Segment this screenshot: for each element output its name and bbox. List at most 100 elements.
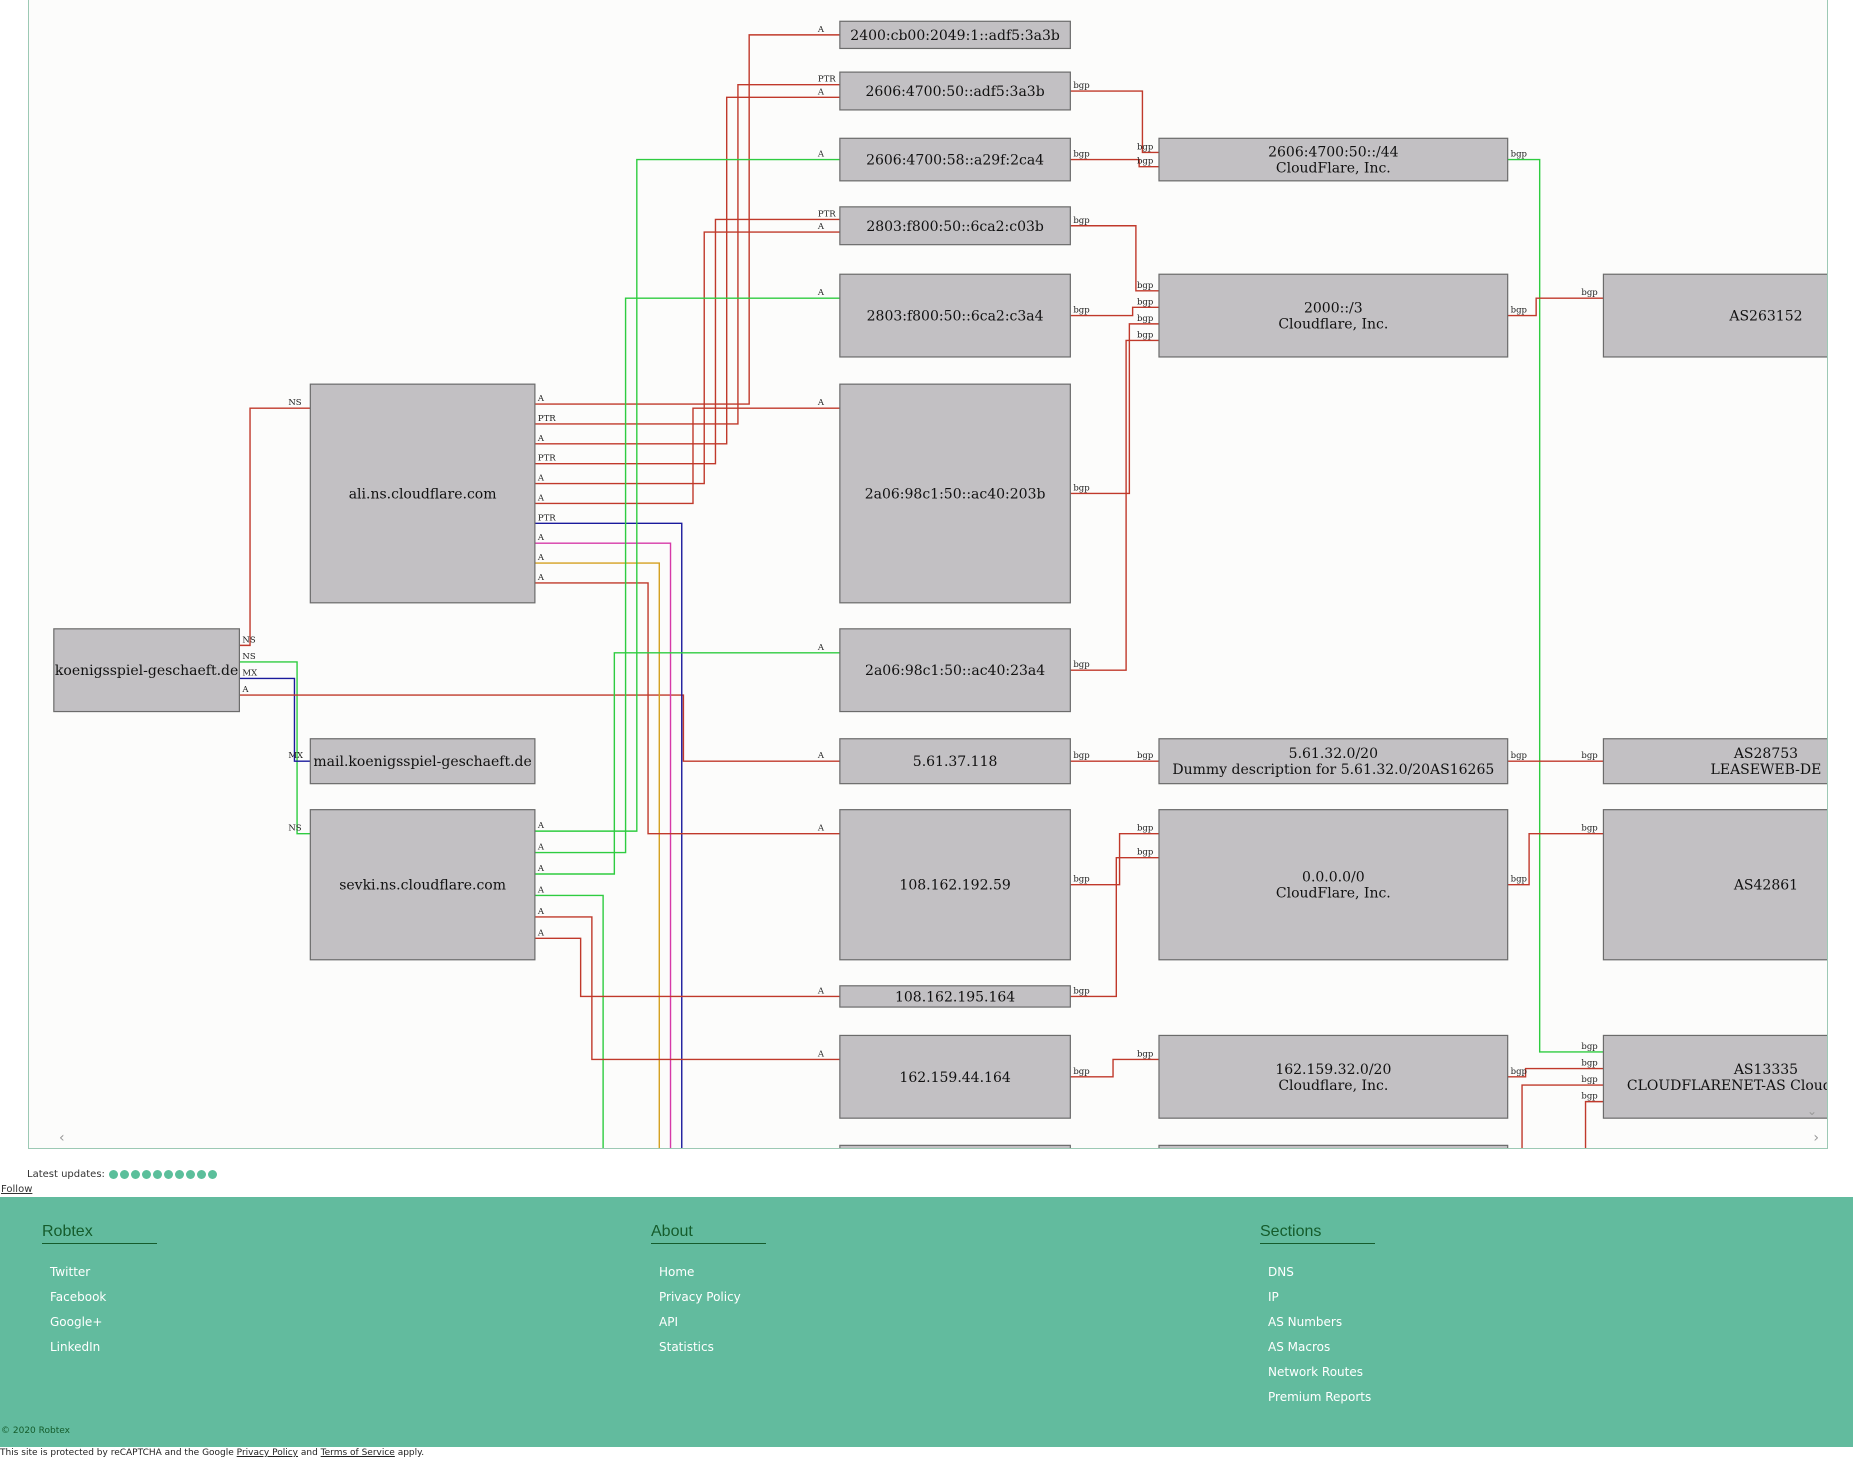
footer-link-linkedin[interactable]: LinkedIn [50, 1340, 101, 1354]
update-dot[interactable] [185, 1170, 195, 1179]
node-box[interactable] [839, 206, 1071, 246]
node-box[interactable] [1158, 809, 1509, 961]
node-ip4[interactable]: 2803:f800:50::6ca2:c03b [839, 206, 1071, 246]
footer-link-statistics[interactable]: Statistics [659, 1340, 714, 1354]
node-ip10[interactable]: 108.162.195.164 [839, 985, 1071, 1008]
node-ip7[interactable]: 2a06:98c1:50::ac40:23a4 [839, 628, 1071, 713]
edge-label: bgp [1073, 986, 1090, 996]
footer-link-network-routes[interactable]: Network Routes [1268, 1365, 1364, 1379]
node-label: LEASEWEB-DE [1711, 762, 1822, 778]
update-dot[interactable] [119, 1170, 129, 1179]
edge-ip6-r2 [1070, 323, 1159, 495]
footer-link-api[interactable]: API [659, 1315, 678, 1329]
update-dot[interactable] [163, 1170, 173, 1179]
update-dot[interactable] [141, 1170, 151, 1179]
scroll-right-icon[interactable]: › [1813, 1130, 1819, 1146]
node-box[interactable] [1602, 738, 1827, 785]
node-ip9[interactable]: 108.162.192.59 [839, 809, 1071, 961]
edge-label: bgp [1511, 1067, 1528, 1077]
node-box[interactable] [309, 383, 536, 604]
node-r6[interactable]: 172.64.0.0/16CloudFlare, Inc. [1158, 1144, 1509, 1148]
node-box[interactable] [1158, 738, 1509, 785]
node-root[interactable]: koenigsspiel-geschaeft.de [53, 628, 240, 713]
node-box[interactable] [839, 137, 1071, 182]
node-label: AS13335 [1733, 1062, 1798, 1078]
node-box[interactable] [1158, 137, 1509, 182]
node-ip1[interactable]: 2400:cb00:2049:1::adf5:3a3b [839, 20, 1071, 50]
edge-label: A [537, 573, 545, 583]
node-box[interactable] [1602, 273, 1827, 358]
node-box[interactable] [839, 1144, 1071, 1148]
node-box[interactable] [839, 1034, 1071, 1119]
footer-link-facebook[interactable]: Facebook [50, 1290, 107, 1304]
node-box[interactable] [839, 71, 1071, 111]
node-box[interactable] [839, 738, 1071, 785]
node-box[interactable] [309, 809, 536, 961]
footer-link-privacy-policy[interactable]: Privacy Policy [659, 1290, 741, 1304]
footer-link-as-numbers[interactable]: AS Numbers [1268, 1315, 1343, 1329]
footer-link-premium-reports[interactable]: Premium Reports [1268, 1390, 1372, 1404]
node-ip6[interactable]: 2a06:98c1:50::ac40:203b [839, 383, 1071, 604]
footer-link-home[interactable]: Home [659, 1265, 695, 1279]
edge-label: A [537, 907, 545, 917]
node-ip11[interactable]: 162.159.44.164 [839, 1034, 1071, 1119]
google-terms-link[interactable]: Terms of Service [320, 1448, 395, 1458]
node-as3[interactable]: AS42861 [1602, 809, 1827, 961]
node-label: 2000::/3 [1304, 301, 1363, 317]
node-ip12[interactable]: 172.64.32.59 [839, 1144, 1071, 1148]
node-as1[interactable]: AS263152 [1602, 273, 1827, 358]
node-ip8[interactable]: 5.61.37.118 [839, 738, 1071, 785]
footer-link-twitter[interactable]: Twitter [50, 1265, 91, 1279]
horizontal-scrollbar[interactable]: ‹ › [59, 1130, 1819, 1146]
update-dot[interactable] [108, 1170, 118, 1179]
footer-link-googleplus[interactable]: Google+ [50, 1315, 103, 1329]
edge-label: A [241, 685, 249, 695]
scroll-down-icon[interactable]: ⌄ [1806, 1104, 1817, 1118]
follow-link[interactable]: Follow [1, 1184, 33, 1195]
node-sevki[interactable]: sevki.ns.cloudflare.com [309, 809, 536, 961]
node-box[interactable] [839, 985, 1071, 1008]
edge-r7-as4 [1584, 1100, 1604, 1148]
edge-ali-ip2 [534, 96, 840, 445]
update-dot[interactable] [152, 1170, 162, 1179]
node-box[interactable] [1158, 1034, 1509, 1119]
node-box[interactable] [1602, 1034, 1827, 1119]
node-box[interactable] [1158, 273, 1509, 358]
footer-link-as-macros[interactable]: AS Macros [1268, 1340, 1331, 1354]
update-dot[interactable] [196, 1170, 206, 1179]
node-box[interactable] [839, 273, 1071, 358]
node-box[interactable] [309, 738, 536, 785]
node-ip2[interactable]: 2606:4700:50::adf5:3a3b [839, 71, 1071, 111]
google-privacy-link[interactable]: Privacy Policy [236, 1448, 299, 1458]
update-dot[interactable] [130, 1170, 140, 1179]
node-ip3[interactable]: 2606:4700:58::a29f:2ca4 [839, 137, 1071, 182]
node-box[interactable] [839, 383, 1071, 604]
edge-label: NS [288, 824, 301, 834]
node-label: 2803:f800:50::6ca2:c03b [866, 219, 1044, 235]
edge-r6-as4 [1521, 1084, 1604, 1148]
update-dot[interactable] [174, 1170, 184, 1179]
node-ali[interactable]: ali.ns.cloudflare.com [309, 383, 536, 604]
node-box[interactable] [53, 628, 240, 713]
edge-label: bgp [1511, 875, 1528, 885]
node-mail[interactable]: mail.koenigsspiel-geschaeft.de [309, 738, 536, 785]
footer-link-dns[interactable]: DNS [1268, 1265, 1294, 1279]
graph-viewport[interactable]: NSNSNSNSMXMXAAAAPTRPTRAAPTRPTRAAAAPTRPTR… [28, 0, 1828, 1149]
footer-link-ip[interactable]: IP [1268, 1290, 1279, 1304]
node-label: 5.61.37.118 [913, 754, 998, 770]
node-box[interactable] [839, 628, 1071, 713]
node-box[interactable] [839, 809, 1071, 961]
scroll-left-icon[interactable]: ‹ [59, 1130, 65, 1146]
node-ip5[interactable]: 2803:f800:50::6ca2:c3a4 [839, 273, 1071, 358]
update-dot[interactable] [207, 1170, 217, 1179]
node-box[interactable] [1158, 1144, 1509, 1148]
node-box[interactable] [839, 20, 1071, 50]
node-box[interactable] [1602, 809, 1827, 961]
